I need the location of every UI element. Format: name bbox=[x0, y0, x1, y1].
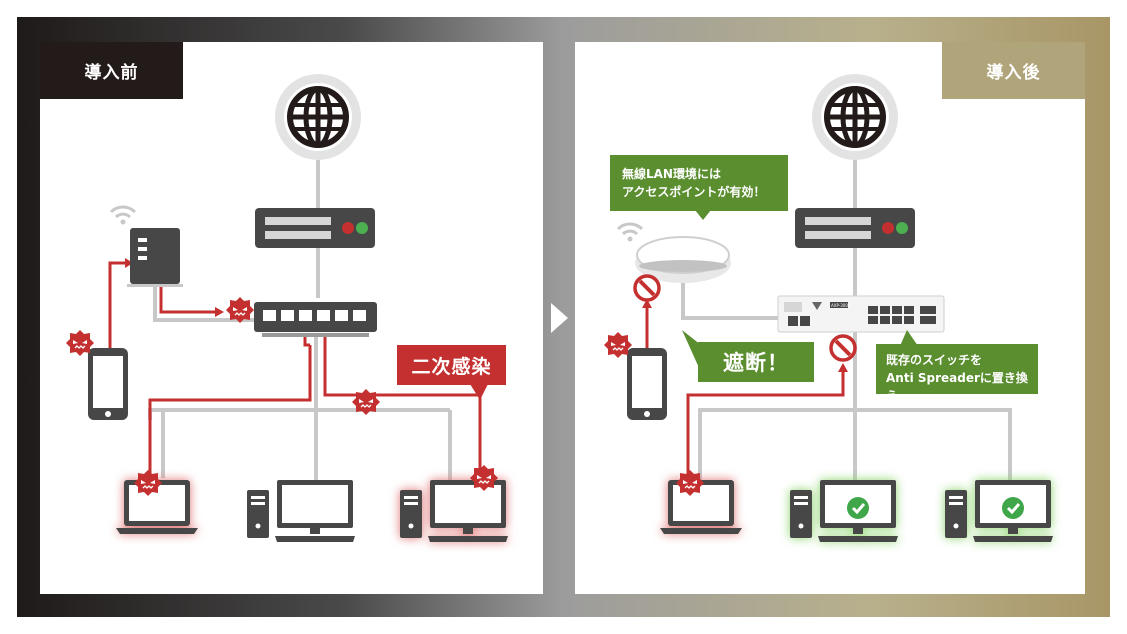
replace-callout: 既存のスイッチを Anti Spreaderに置き換え bbox=[876, 344, 1038, 403]
wlan-callout-line1: 無線LAN環境には bbox=[622, 167, 721, 181]
replace-callout-line1: 既存のスイッチを bbox=[886, 353, 983, 367]
infected-desktop-icon bbox=[400, 480, 508, 542]
protected-desktop-icon-1 bbox=[790, 480, 898, 542]
smartphone-icon-before bbox=[88, 348, 128, 420]
after-blocked-paths bbox=[645, 305, 845, 478]
block-icon-access-point bbox=[633, 274, 661, 302]
wlan-callout-tail bbox=[695, 210, 711, 220]
replace-callout-line2: Anti Spreaderに置き換え bbox=[886, 371, 1028, 403]
after-links-gray bbox=[681, 160, 1012, 485]
infection-callout: 二次感染 bbox=[397, 345, 506, 385]
check-icon-desktop-2 bbox=[1000, 495, 1026, 521]
wlan-callout-line2: アクセスポイントが有効！ bbox=[622, 185, 766, 199]
access-point-icon bbox=[616, 222, 731, 283]
virus-icon-laptop-after bbox=[675, 469, 705, 497]
clean-desktop-icon-before bbox=[247, 480, 355, 542]
infection-callout-tail bbox=[470, 384, 488, 400]
virus-icon-switch bbox=[225, 296, 255, 324]
protected-desktop-icon-2 bbox=[945, 480, 1053, 542]
before-infection-paths bbox=[108, 261, 482, 478]
replace-callout-tail bbox=[900, 330, 918, 346]
internet-globe-icon-after bbox=[812, 74, 898, 160]
block-callout: 遮断！ bbox=[698, 342, 814, 382]
virus-icon-path bbox=[351, 388, 381, 416]
after-arrowheads bbox=[642, 299, 848, 372]
infected-laptop-icon-after bbox=[660, 480, 742, 534]
anti-spreader-switch-icon: AXP-3000 bbox=[777, 295, 945, 333]
tab-before-label: 導入前 bbox=[40, 42, 183, 99]
legacy-switch-icon bbox=[254, 302, 377, 337]
virus-icon-laptop bbox=[133, 469, 163, 497]
tab-after-label: 導入後 bbox=[942, 42, 1085, 99]
smartphone-icon-after bbox=[627, 348, 667, 420]
virus-icon-desktop bbox=[469, 464, 499, 492]
transition-arrow-icon bbox=[551, 303, 568, 333]
virus-icon-phone-after bbox=[603, 331, 633, 359]
wlan-callout: 無線LAN環境には アクセスポイントが有効！ bbox=[610, 155, 788, 211]
virus-icon-phone bbox=[65, 329, 95, 357]
wireless-router-icon bbox=[109, 205, 183, 287]
router-icon-after bbox=[795, 208, 915, 248]
block-icon-switch bbox=[829, 334, 857, 362]
internet-globe-icon-before bbox=[275, 74, 361, 160]
switch-model-label: AXP-3000 bbox=[831, 303, 851, 308]
check-icon-desktop-1 bbox=[845, 495, 871, 521]
router-icon-before bbox=[255, 208, 375, 248]
